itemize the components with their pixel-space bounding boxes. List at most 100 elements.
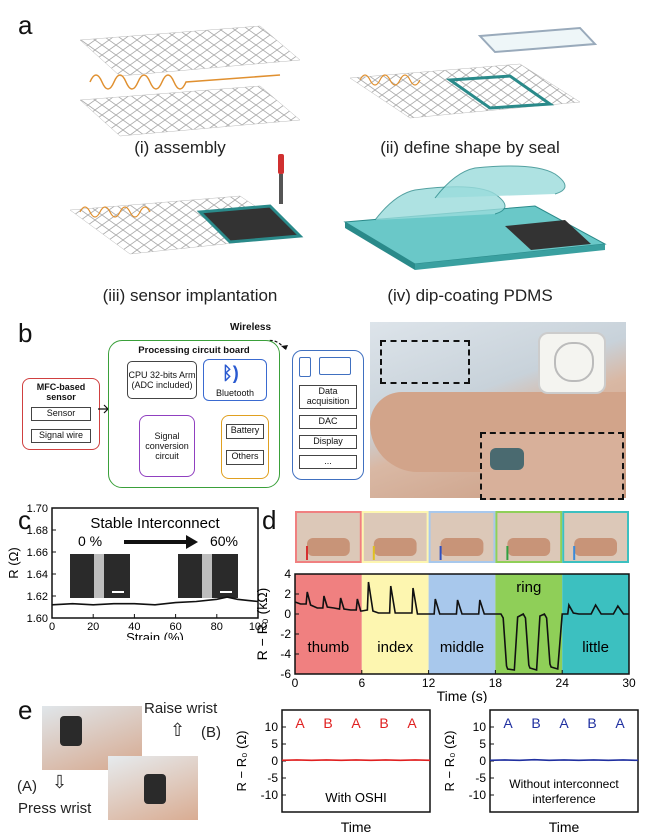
plot-frame [51, 507, 259, 619]
y-tick-label: -10 [261, 788, 279, 802]
phone-icon [299, 357, 311, 377]
chart-annotation-1: Without interconnect [509, 777, 619, 791]
band-thumb [295, 574, 362, 674]
x-axis-label: Time [341, 819, 372, 835]
cycle-letter: B [587, 715, 596, 731]
band-label-thumb: thumb [308, 639, 350, 656]
hand-thumb [307, 538, 350, 556]
band-little [562, 574, 629, 674]
sem-fiber [94, 554, 104, 598]
band-label-middle: middle [440, 639, 484, 656]
implantation-illustration [69, 154, 304, 255]
band-index [361, 574, 429, 674]
battery-item: Battery [226, 424, 264, 439]
y-axis-label: R − R₀ (kΩ) [255, 588, 270, 661]
up-arrow-icon: ⇧ [170, 720, 186, 740]
device-box: Data acquisition DAC Display ... [292, 350, 364, 480]
x-axis-label: Time (s) [437, 688, 488, 703]
power-box: Battery Others [221, 415, 269, 479]
panel-b-label: b [18, 318, 33, 348]
x-axis-label: Strain (%) [126, 630, 184, 640]
dac-item: DAC [299, 415, 357, 429]
annotation-arrow-head [186, 535, 198, 549]
dial-icon [554, 342, 594, 382]
y-tick-label: 2 [284, 587, 291, 601]
y-tick-label: 0 [271, 754, 278, 768]
y-tick-label: 5 [271, 737, 278, 751]
bluetooth-icon: ᛒ) [222, 363, 239, 383]
down-arrow-icon: ⇩ [52, 772, 68, 792]
panel-e-label: e [18, 695, 33, 725]
cycle-letter: B [379, 715, 388, 731]
caption-dip-coating: (iv) dip-coating PDMS [387, 286, 553, 305]
x-tick-label: 0 [292, 676, 299, 690]
x-tick-label: 60 [169, 621, 181, 633]
caption-sensor-implantation: (iii) sensor implantation [102, 286, 278, 305]
band-label-ring: ring [516, 579, 541, 596]
processing-board: Processing circuit board CPU 32-bits Arm… [108, 340, 280, 488]
wrist-device [538, 332, 606, 394]
panel-c-label: c [18, 505, 31, 535]
y-axis-label: R − R₀ (Ω) [234, 731, 249, 792]
chart-title: Stable Interconnect [90, 515, 220, 532]
assembly-illustration [79, 25, 301, 137]
press-tag: (A) [17, 778, 37, 795]
chart-annotation: With OSHI [325, 790, 386, 805]
cycle-letter: B [531, 715, 540, 731]
wireless-label: Wireless [230, 322, 272, 333]
chart-annotation-2: interference [532, 792, 596, 806]
cycle-letter: A [559, 715, 569, 731]
bluetooth-label: Bluetooth [215, 388, 255, 398]
x-tick-label: 12 [422, 676, 436, 690]
caption-assembly: (i) assembly [134, 138, 226, 157]
y-tick-label: 1.62 [27, 591, 48, 603]
sensor-patch [490, 448, 524, 470]
cycle-letter: A [295, 715, 305, 731]
y-tick-label: -5 [267, 771, 278, 785]
y-tick-label: -10 [469, 788, 487, 802]
ellipsis-item: ... [299, 455, 357, 469]
zoom-box [380, 340, 470, 384]
x-tick-label: 18 [489, 676, 503, 690]
y-axis-label: R (Ω) [6, 547, 21, 578]
y-tick-label: 1.70 [27, 503, 48, 515]
x-tick-label: 20 [87, 621, 99, 633]
raise-wrist-label: Raise wrist [144, 700, 218, 717]
laptop-icon [319, 357, 351, 375]
x-tick-label: 30 [622, 676, 636, 690]
sensor-box-title: MFC-based sensor [36, 382, 86, 402]
y-tick-label: 10 [265, 720, 279, 734]
y-tick-label: 0 [479, 754, 486, 768]
x-tick-label: 0 [49, 621, 55, 633]
y-tick-label: 1.60 [27, 613, 48, 625]
sensor-item: Sensor [31, 407, 91, 421]
y-tick-label: 10 [473, 720, 487, 734]
cycle-letter: A [407, 715, 417, 731]
band-label-little: little [582, 639, 609, 656]
conversion-box: Signal conversion circuit [139, 415, 195, 477]
hand-middle [440, 538, 484, 556]
panel-d-label: d [262, 505, 277, 535]
y-tick-label: 1.68 [27, 525, 48, 537]
sensor-box: MFC-based sensor Sensor Signal wire [22, 378, 100, 450]
x-tick-label: 40 [128, 621, 140, 633]
hand-ring [507, 538, 551, 556]
y-tick-label: -5 [475, 771, 486, 785]
press-wrist-label: Press wrist [18, 800, 92, 817]
caption-define-shape: (ii) define shape by seal [380, 138, 560, 157]
annotation-end: 60% [210, 533, 238, 549]
annotation-start: 0 % [78, 533, 102, 549]
band-middle [428, 574, 496, 674]
wrist-photo [370, 322, 626, 500]
y-tick-label: 0 [284, 607, 291, 621]
cycle-letter: A [615, 715, 625, 731]
x-tick-label: 80 [211, 621, 223, 633]
x-axis-label: Time [549, 819, 580, 835]
watch-band [60, 716, 82, 746]
sem-fiber [202, 554, 212, 598]
panel-a-label: a [18, 10, 33, 40]
